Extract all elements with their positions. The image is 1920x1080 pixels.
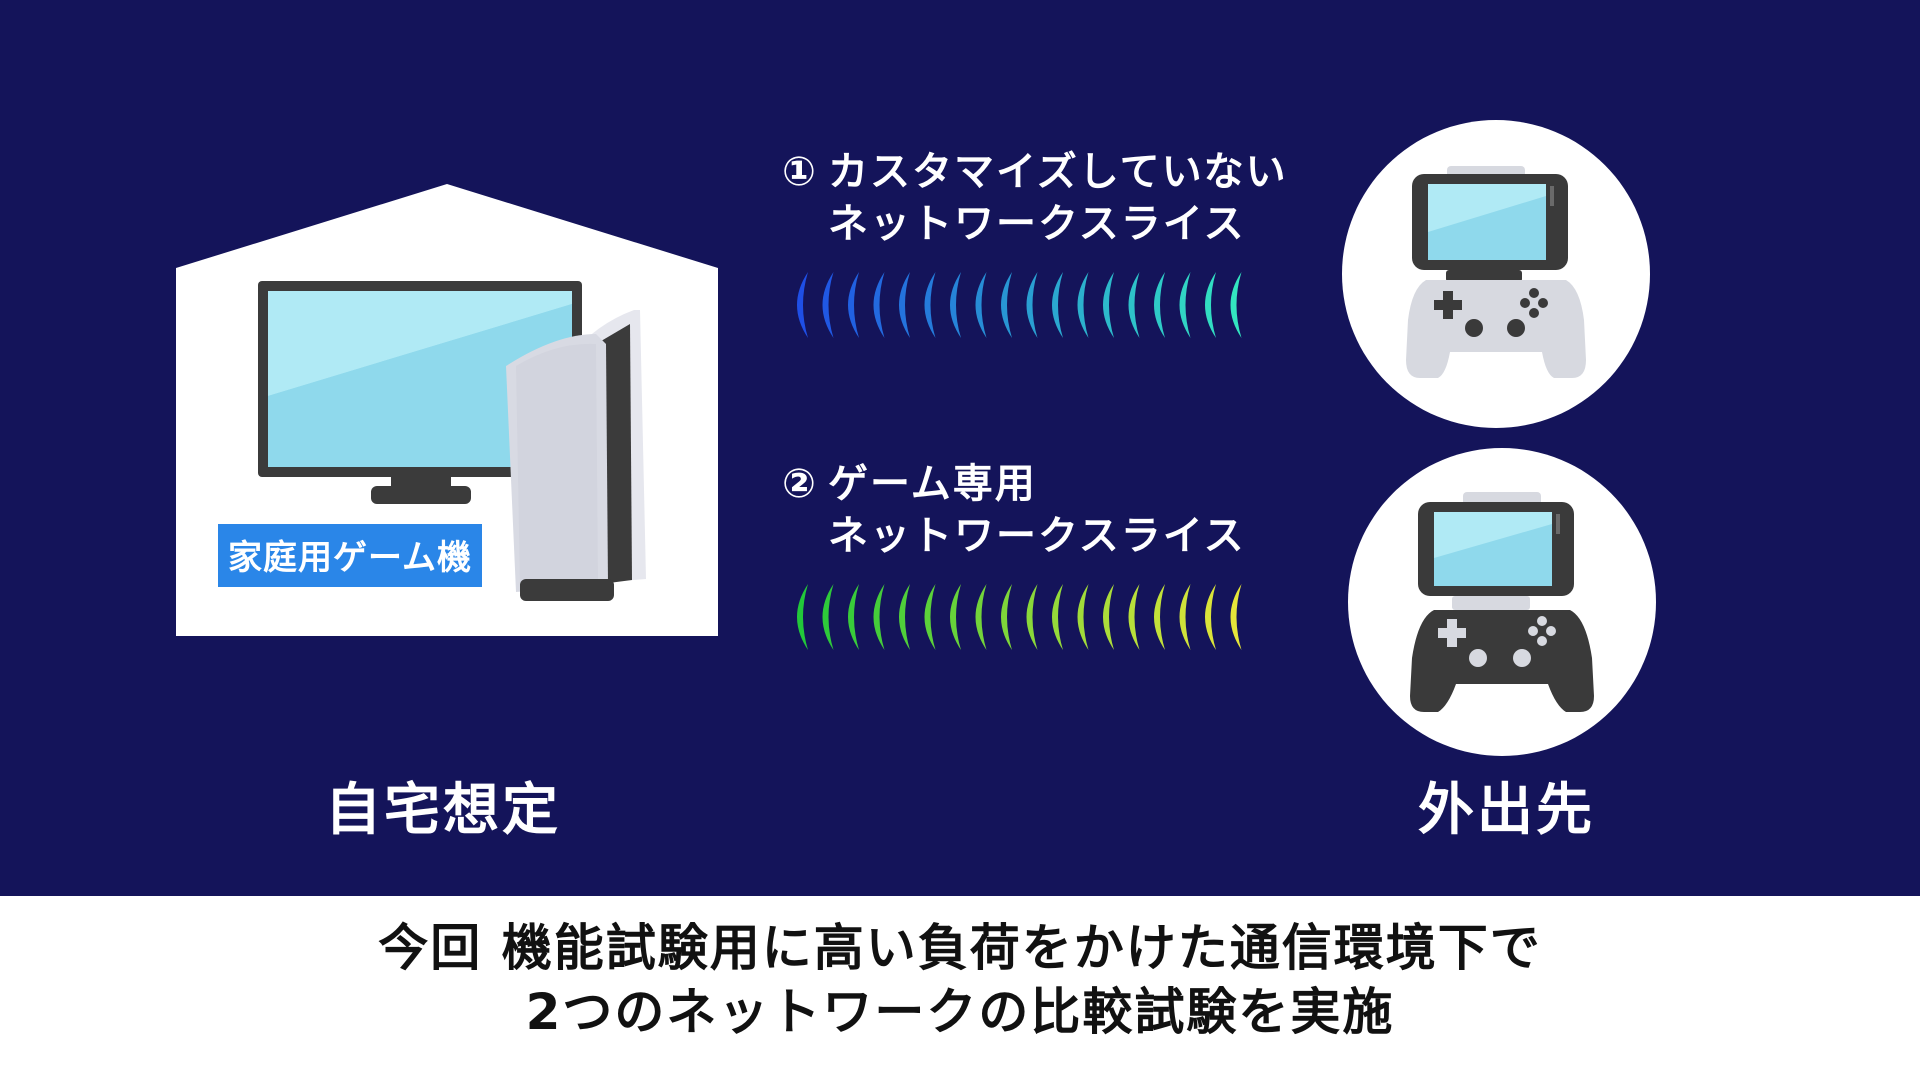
signal-arc <box>1052 272 1063 338</box>
home-illustration: 家庭用ゲーム機 <box>176 184 718 636</box>
signal-arc <box>1205 272 1216 338</box>
signal-arc <box>1103 584 1114 650</box>
signal-arc <box>924 584 936 650</box>
signal-arc <box>1052 584 1063 650</box>
signal-arc <box>975 584 987 650</box>
light-controller-circle <box>1342 120 1650 428</box>
signal-arc <box>1103 272 1114 338</box>
signal-arc <box>1128 272 1140 338</box>
console-icon <box>506 310 646 601</box>
signal-arc <box>797 584 808 650</box>
signal-arc <box>848 584 859 650</box>
signal-arc <box>1179 584 1191 650</box>
signal-arc <box>822 272 834 338</box>
signal-arc <box>822 584 834 650</box>
slice-2-line1: ゲーム専用 <box>828 461 1037 507</box>
signal-arc <box>1205 584 1216 650</box>
caption: 今回 機能試験用に高い負荷をかけた通信環境下で 2つのネットワークの比較試験を実… <box>0 896 1920 1080</box>
slice-1-line2: ネットワークスライス <box>828 201 1246 247</box>
signal-arc <box>975 272 987 338</box>
signal-arc <box>1128 584 1140 650</box>
signal-waves-icon <box>797 272 1242 338</box>
signal-arc <box>797 272 808 338</box>
signal-arc <box>1077 272 1089 338</box>
monitor-icon <box>258 281 582 504</box>
slice-1-number: ① <box>782 149 818 195</box>
signal-arc <box>950 272 961 338</box>
signal-arc <box>1154 584 1165 650</box>
signal-arc <box>1026 584 1038 650</box>
slice-1-line1: カスタマイズしていない <box>828 149 1288 195</box>
signal-arc <box>1077 584 1089 650</box>
signal-arc <box>1001 272 1012 338</box>
signal-arc <box>873 584 885 650</box>
signal-arc <box>950 584 961 650</box>
signal-arc <box>1001 584 1012 650</box>
signal-waves-icon <box>797 584 1242 650</box>
house-icon <box>176 184 718 636</box>
signal-arc <box>1230 272 1242 338</box>
signal-arc <box>1230 584 1242 650</box>
gamepad-icon <box>1406 270 1586 378</box>
signal-arc <box>899 584 910 650</box>
signal-arc <box>1154 272 1165 338</box>
caption-line-2: 2つのネットワークの比較試験を実施 <box>525 983 1395 1041</box>
signal-arc <box>924 272 936 338</box>
slice-2-number: ② <box>782 461 818 507</box>
smartphone-icon <box>1412 166 1568 270</box>
gamepad-icon <box>1410 596 1594 712</box>
smartphone-icon <box>1418 492 1574 596</box>
dark-controller-circle <box>1348 448 1656 756</box>
signal-arc <box>1179 272 1191 338</box>
outside-place-label: 外出先 <box>1418 778 1595 843</box>
signal-arc <box>848 272 859 338</box>
caption-line-1: 今回 機能試験用に高い負荷をかけた通信環境下で <box>378 919 1542 977</box>
signal-arc <box>1026 272 1038 338</box>
slice-2-line2: ネットワークスライス <box>828 513 1246 559</box>
signal-arc <box>899 272 910 338</box>
console-label: 家庭用ゲーム機 <box>218 524 482 587</box>
home-place-label: 自宅想定 <box>325 778 561 843</box>
signal-arc <box>873 272 885 338</box>
